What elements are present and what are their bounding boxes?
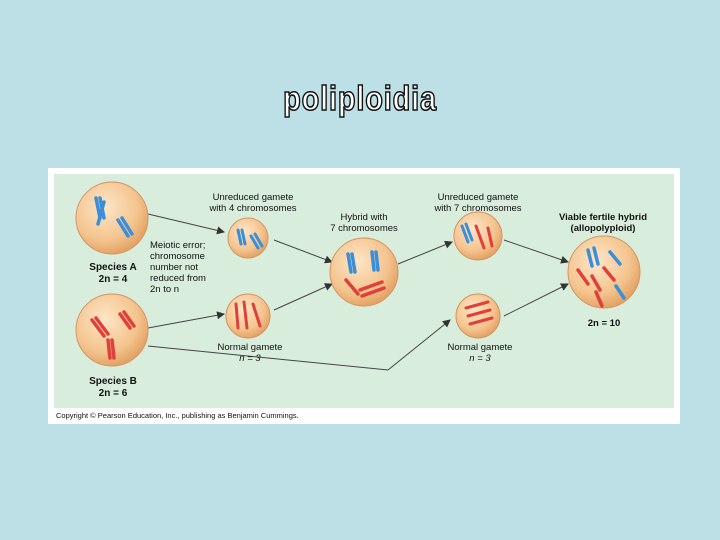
species-a-name: Species A [89,262,137,273]
species-a-cell [75,181,149,255]
species-a-ploidy: 2n = 4 [98,274,128,285]
species-b-cell [75,293,149,367]
slide-title: poliploidia [282,79,437,119]
normal-gamete-2-count: n = 3 [469,353,491,364]
normal-gamete-1-title: Normal gamete [217,342,283,353]
species-b-ploidy: 2n = 6 [98,388,128,399]
unreduced-gamete-2-cell [453,211,503,261]
normal-gamete-1-count: n = 3 [239,353,261,364]
arrow-hybrid-to-unreduced [397,240,453,265]
polyploidy-figure: Species A 2n = 4 Species B 2n = 6 Unredu… [48,168,680,424]
species-b-label: Species B 2n = 6 [78,376,148,400]
arrow-b-to-normal [147,311,225,329]
meiotic-error-label: Meiotic error; chromosome number not red… [150,240,206,295]
viable-hybrid-cell [567,235,641,309]
arrow-normal-to-hybrid [273,283,333,311]
arrow-b-long-segment [147,345,389,371]
species-b-name: Species B [89,376,137,387]
arrow-gamete-to-hybrid [273,239,333,264]
normal-gamete-1-cell [225,293,271,339]
unreduced-gamete-1-cell [227,217,269,259]
species-a-label: Species A 2n = 4 [78,262,148,286]
normal-gamete-2-label: Normal gamete n = 3 [428,342,532,364]
viable-hybrid-label: Viable fertile hybrid (allopolyploid) [542,212,664,234]
viable-hybrid-ploidy: 2n = 10 [587,318,621,329]
arrow-a-to-unreduced [147,213,225,235]
viable-hybrid-title: Viable fertile hybrid [559,212,647,223]
arrow-to-viable-2 [503,283,569,317]
unreduced-gamete-1-label: Unreduced gamete with 4 chromosomes [209,192,297,214]
viable-hybrid-subtitle: (allopolyploid) [570,223,636,234]
hybrid-cell [329,237,399,307]
normal-gamete-1-label: Normal gamete n = 3 [198,342,302,364]
copyright-notice: Copyright © Pearson Education, Inc., pub… [56,411,299,420]
hybrid-label: Hybrid with 7 chromosomes [330,212,398,234]
figure-graphics [75,181,641,371]
normal-gamete-2-cell [455,293,501,339]
arrow-b-to-normal-2 [387,319,451,371]
unreduced-gamete-2-label: Unreduced gamete with 7 chromosomes [434,192,522,214]
normal-gamete-2-title: Normal gamete [447,342,513,353]
arrow-to-viable-1 [503,239,569,264]
pathway-arrows [147,213,569,371]
